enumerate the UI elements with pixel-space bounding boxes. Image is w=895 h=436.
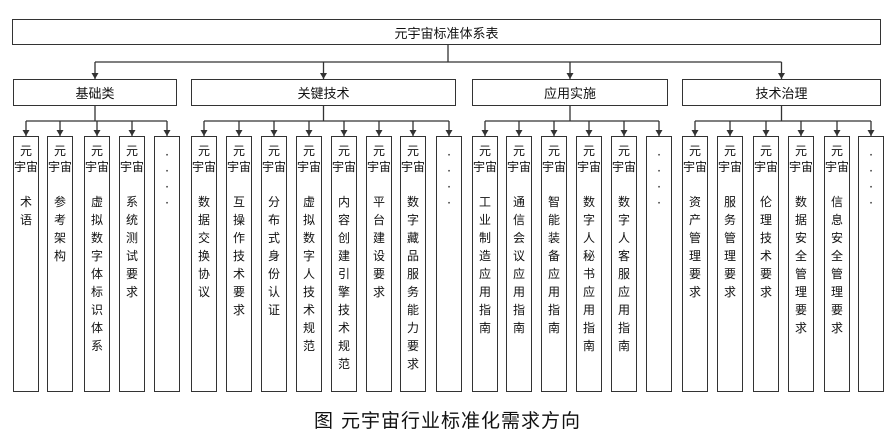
leaf-node: 元宇宙系统测试要求 <box>119 136 145 392</box>
leaf-body: 数字人客服应用指南 <box>617 195 630 353</box>
leaf-body: 智能装备应用指南 <box>547 195 560 335</box>
leaf-node: 元宇宙虚拟数字人技术规范 <box>296 136 322 392</box>
leaf-body: 数字人秘书应用指南 <box>582 195 595 353</box>
leaf-body: 工业制造应用指南 <box>478 195 491 335</box>
category-node: 技术治理 <box>682 79 881 106</box>
leaf-head: 元宇宙 <box>401 144 426 174</box>
leaf-body: 信息安全管理要求 <box>830 195 843 335</box>
ellipsis-dots: ···· <box>447 148 451 210</box>
leaf-head: 元宇宙 <box>718 144 743 174</box>
leaf-node: 元宇宙数据交换协议 <box>191 136 217 392</box>
leaf-head: 元宇宙 <box>577 144 602 174</box>
leaf-node-ellipsis: ···· <box>436 136 462 392</box>
category-label: 技术治理 <box>755 87 808 102</box>
ellipsis-dots: ···· <box>657 148 661 210</box>
leaf-node: 元宇宙互操作技术要求 <box>226 136 252 392</box>
leaf-head: 元宇宙 <box>297 144 322 174</box>
leaf-body: 互操作技术要求 <box>232 195 245 317</box>
leaf-head: 元宇宙 <box>192 144 217 174</box>
category-label: 应用实施 <box>543 87 596 102</box>
leaf-node: 元宇宙数据安全管理要求 <box>788 136 814 392</box>
figure-caption: 图 元宇宙行业标准化需求方向 <box>313 410 582 432</box>
leaf-node: 元宇宙数字藏品服务能力要求 <box>400 136 426 392</box>
leaf-node: 元宇宙资产管理要求 <box>682 136 708 392</box>
category-label: 关键技术 <box>297 87 350 102</box>
leaf-body: 数据安全管理要求 <box>794 195 807 335</box>
leaf-head: 元宇宙 <box>120 144 145 174</box>
leaf-head: 元宇宙 <box>48 144 73 174</box>
leaf-body: 虚拟数字人技术规范 <box>302 195 315 353</box>
leaf-body: 数据交换协议 <box>197 195 210 299</box>
leaf-node: 元宇宙分布式身份认证 <box>261 136 287 392</box>
leaf-body: 伦理技术要求 <box>759 195 772 299</box>
leaf-node: 元宇宙服务管理要求 <box>717 136 743 392</box>
leaf-body: 参考架构 <box>53 195 66 263</box>
leaf-body: 资产管理要求 <box>688 195 701 299</box>
leaf-node: 元宇宙平台建设要求 <box>366 136 392 392</box>
leaf-body: 通信会议应用指南 <box>512 195 525 335</box>
leaf-node: 元宇宙术语 <box>13 136 39 392</box>
leaf-body: 分布式身份认证 <box>267 195 280 317</box>
leaf-body: 术语 <box>19 195 32 227</box>
leaf-head: 元宇宙 <box>789 144 814 174</box>
leaf-node-ellipsis: ···· <box>858 136 884 392</box>
leaf-head: 元宇宙 <box>227 144 252 174</box>
ellipsis-dots: ···· <box>869 148 873 210</box>
leaf-node: 元宇宙虚拟数字体标识体系 <box>84 136 110 392</box>
leaf-node: 元宇宙工业制造应用指南 <box>472 136 498 392</box>
leaf-head: 元宇宙 <box>332 144 357 174</box>
ellipsis-dots: ···· <box>165 148 169 210</box>
category-node: 基础类 <box>13 79 177 106</box>
root-node: 元宇宙标准体系表 <box>12 19 881 45</box>
leaf-head: 元宇宙 <box>262 144 287 174</box>
leaf-head: 元宇宙 <box>825 144 850 174</box>
leaf-node: 元宇宙伦理技术要求 <box>753 136 779 392</box>
category-label: 基础类 <box>75 87 115 102</box>
leaf-head: 元宇宙 <box>85 144 110 174</box>
leaf-node: 元宇宙信息安全管理要求 <box>824 136 850 392</box>
category-node: 关键技术 <box>191 79 456 106</box>
leaf-node: 元宇宙数字人秘书应用指南 <box>576 136 602 392</box>
leaf-node: 元宇宙数字人客服应用指南 <box>611 136 637 392</box>
root-label: 元宇宙标准体系表 <box>394 26 499 42</box>
leaf-node: 元宇宙参考架构 <box>47 136 73 392</box>
leaf-head: 元宇宙 <box>754 144 779 174</box>
leaf-head: 元宇宙 <box>612 144 637 174</box>
leaf-body: 数字藏品服务能力要求 <box>406 195 419 371</box>
leaf-head: 元宇宙 <box>14 144 39 174</box>
leaf-body: 服务管理要求 <box>723 195 736 299</box>
leaf-body: 虚拟数字体标识体系 <box>90 195 103 353</box>
leaf-node-ellipsis: ···· <box>646 136 672 392</box>
leaf-body: 系统测试要求 <box>125 195 138 299</box>
leaf-head: 元宇宙 <box>507 144 532 174</box>
leaf-body: 内容创建引擎技术规范 <box>337 195 350 371</box>
leaf-head: 元宇宙 <box>542 144 567 174</box>
category-node: 应用实施 <box>472 79 668 106</box>
leaf-head: 元宇宙 <box>367 144 392 174</box>
leaf-node: 元宇宙智能装备应用指南 <box>541 136 567 392</box>
leaf-body: 平台建设要求 <box>372 195 385 299</box>
leaf-node-ellipsis: ···· <box>154 136 180 392</box>
leaf-head: 元宇宙 <box>683 144 708 174</box>
leaf-node: 元宇宙通信会议应用指南 <box>506 136 532 392</box>
leaf-head: 元宇宙 <box>473 144 498 174</box>
leaf-node: 元宇宙内容创建引擎技术规范 <box>331 136 357 392</box>
